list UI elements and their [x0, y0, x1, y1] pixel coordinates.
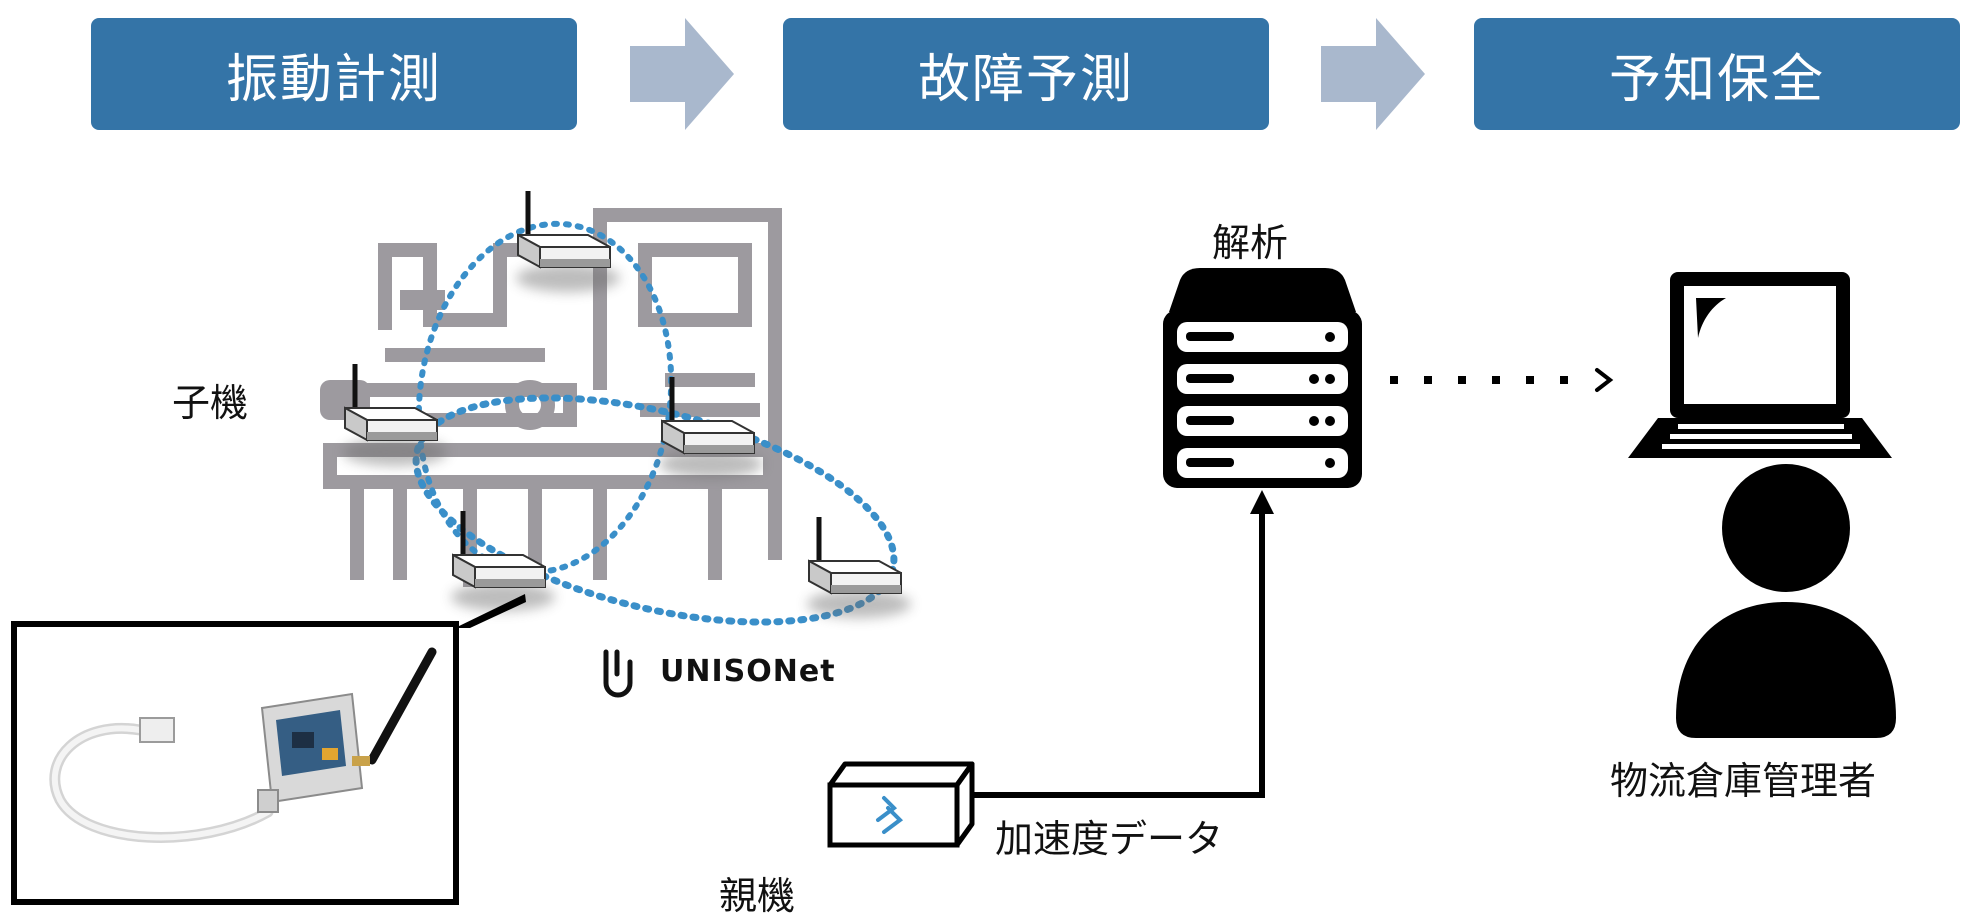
server-rack-icon — [1163, 268, 1362, 488]
step-predictive-maintenance: 予知保全 — [1474, 18, 1960, 130]
node-shadows — [343, 264, 911, 618]
callout-pointer — [455, 594, 526, 628]
arrow-right-icon — [1595, 368, 1614, 392]
step-label: 振動計測 — [225, 49, 442, 110]
acceleration-data-label: 加速度データ — [995, 817, 1224, 861]
laptop-icon — [1628, 272, 1892, 458]
wireless-sensor-node-icon — [809, 517, 901, 593]
step-label: 故障予測 — [917, 49, 1134, 110]
arrow-right-icon — [630, 18, 734, 130]
parent-unit-label: 親機 — [719, 874, 796, 918]
data-line — [972, 510, 1265, 798]
factory-machine-icon — [323, 208, 782, 587]
unisonet-logo-text: UNISONet — [660, 654, 836, 689]
step-failure-prediction: 故障予測 — [783, 18, 1269, 130]
sensor-product-photo — [11, 621, 459, 905]
step-vibration-measurement: 振動計測 — [91, 18, 577, 130]
user-silhouette-icon — [1676, 464, 1896, 738]
arrow-up-icon — [1250, 490, 1274, 514]
step-label: 予知保全 — [1608, 49, 1825, 110]
arrow-right-icon — [1321, 18, 1425, 130]
analysis-label: 解析 — [1212, 221, 1289, 265]
unisonet-logo-icon — [603, 649, 633, 698]
child-unit-label: 子機 — [172, 381, 249, 425]
parent-unit-icon — [827, 761, 975, 848]
manager-label: 物流倉庫管理者 — [1610, 759, 1877, 803]
